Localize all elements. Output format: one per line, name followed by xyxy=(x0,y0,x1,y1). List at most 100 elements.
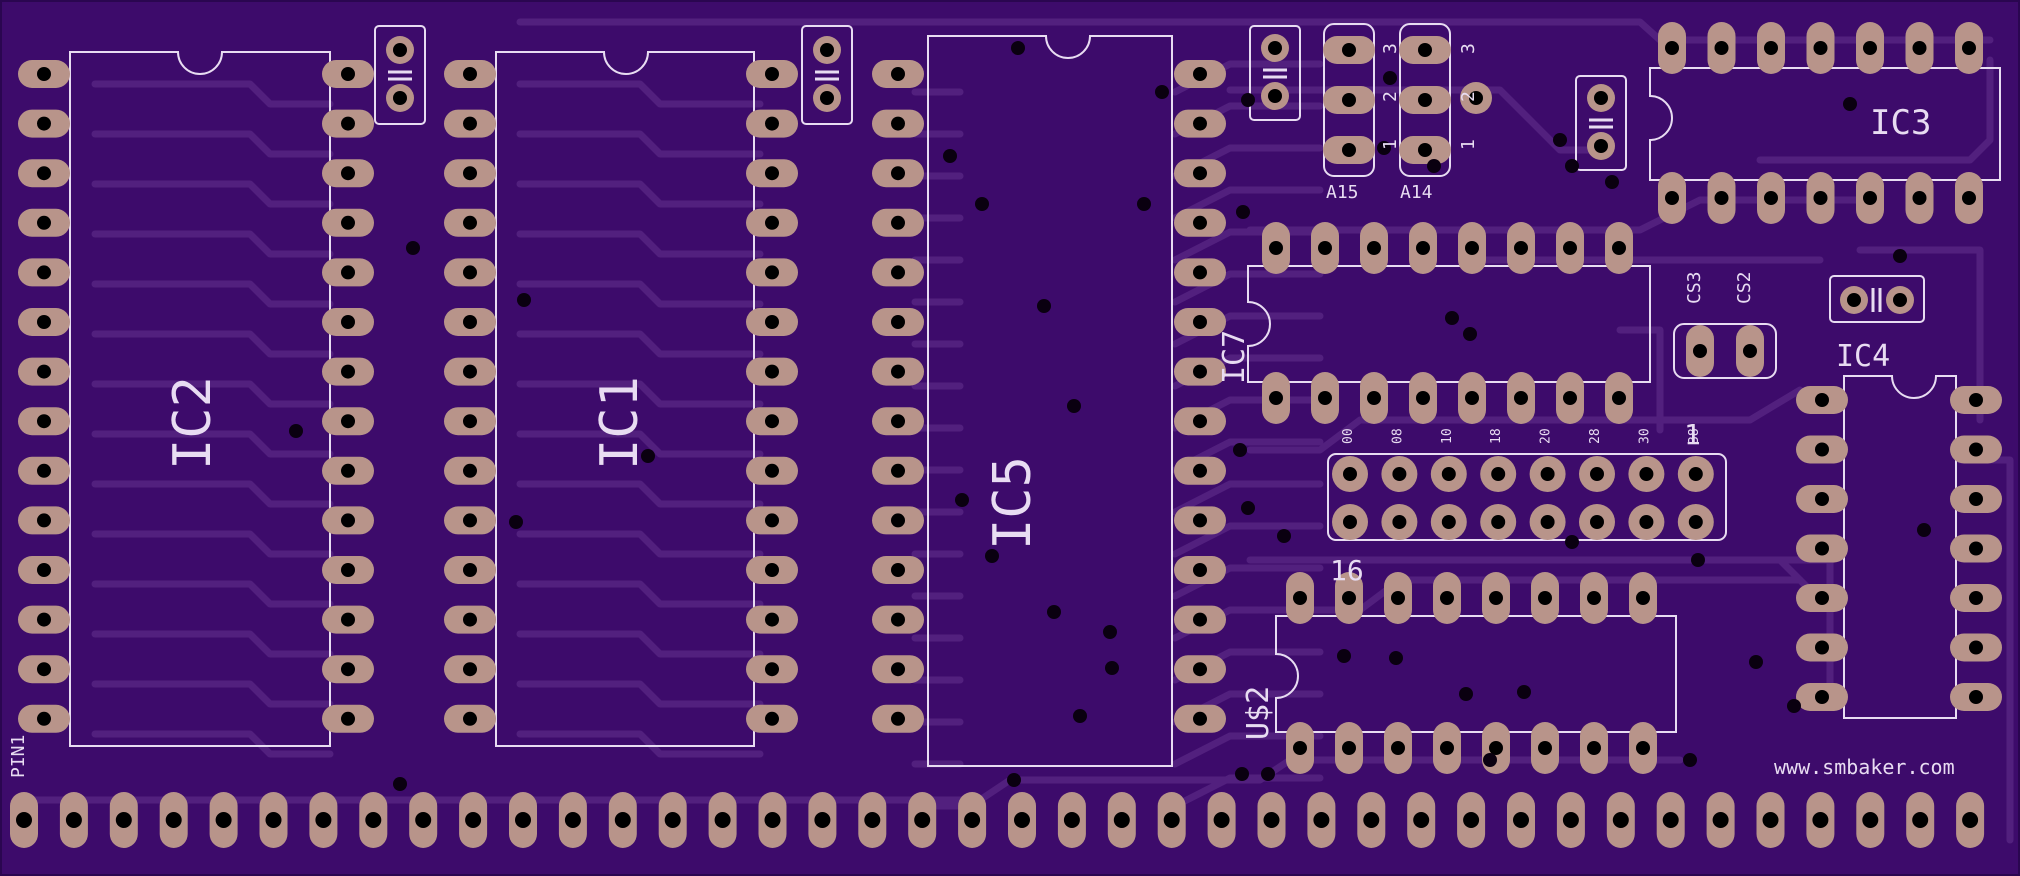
ic2-pin xyxy=(18,506,70,535)
edge-connector-pad xyxy=(1457,792,1486,848)
ic7-pin xyxy=(1556,222,1584,274)
u2-pin xyxy=(1482,722,1510,774)
u2-pin xyxy=(1580,722,1608,774)
cap-4-outline xyxy=(1575,75,1627,171)
ic5-pin xyxy=(872,456,924,485)
via xyxy=(1233,443,1247,457)
ic3-pin xyxy=(1806,22,1835,74)
via xyxy=(1483,753,1497,767)
trace xyxy=(516,530,764,558)
ic2-pin xyxy=(322,308,374,336)
via xyxy=(1155,85,1169,99)
edge-connector-pad xyxy=(1856,792,1885,848)
ic1-pin xyxy=(444,258,496,287)
ic4-pin xyxy=(1796,435,1848,464)
test-point-pad xyxy=(1460,82,1492,114)
via xyxy=(1683,753,1697,767)
ic5-pin xyxy=(1174,456,1226,485)
ic3-pin xyxy=(1707,172,1736,224)
ic7-pin xyxy=(1360,222,1388,274)
ic5-pin xyxy=(1174,208,1226,237)
via xyxy=(1917,523,1931,537)
trace xyxy=(516,180,764,208)
ic4-pin xyxy=(1796,534,1848,563)
ic2-pin xyxy=(18,605,70,634)
u2-pin xyxy=(1286,572,1314,624)
edge-connector-pad xyxy=(1157,792,1186,848)
ic2-pin xyxy=(18,357,70,386)
via xyxy=(1427,159,1441,173)
header-pin xyxy=(1381,456,1418,492)
header-pin16-label: 16 xyxy=(1330,554,1364,587)
edge-connector-pad xyxy=(209,792,238,848)
u2-label: U$2 xyxy=(1241,686,1276,740)
ic1-outline xyxy=(495,51,755,747)
header-pin xyxy=(1480,456,1517,492)
via xyxy=(641,449,655,463)
trace xyxy=(1171,522,1324,558)
edge-connector-pad xyxy=(309,792,338,848)
jumper-cs3-pin xyxy=(1686,325,1714,377)
via xyxy=(1047,605,1061,619)
jumper-a14-pin2-label: 2 xyxy=(1458,91,1479,102)
ic5-pin xyxy=(872,704,924,733)
trace xyxy=(516,680,764,708)
ic1-pin xyxy=(746,109,798,138)
ic7-outline xyxy=(1247,265,1651,383)
jumper-a15-pin1-label: 1 xyxy=(1380,139,1401,150)
u2-pin xyxy=(1629,572,1657,624)
header-pin xyxy=(1677,504,1714,540)
header-pin xyxy=(1430,504,1467,540)
ic5-pin xyxy=(1174,655,1226,684)
ic4-outline xyxy=(1843,375,1957,719)
ic3-pin xyxy=(1905,172,1934,224)
cap-1-outline xyxy=(374,25,426,125)
ic4-pin xyxy=(1796,584,1848,612)
ic7-pin xyxy=(1507,372,1535,424)
ic5-pin xyxy=(872,109,924,138)
edge-connector-pad xyxy=(858,792,887,848)
u2-outline xyxy=(1275,615,1677,733)
silkscreen-layer xyxy=(69,23,2001,767)
u2-pin xyxy=(1531,572,1559,624)
edge-connector-pad xyxy=(958,792,987,848)
a14-label: A14 xyxy=(1400,182,1433,203)
header-pin xyxy=(1529,504,1566,540)
ic1-pin xyxy=(746,407,798,436)
trace xyxy=(91,530,334,558)
ic3-pin xyxy=(1707,22,1736,74)
ic5-pin xyxy=(1174,506,1226,535)
ic3-pin xyxy=(1658,172,1686,224)
edge-connector-pad xyxy=(10,792,38,848)
cap-5-outline xyxy=(1829,275,1925,323)
via xyxy=(943,149,957,163)
via xyxy=(1843,97,1857,111)
edge-connector-pad xyxy=(159,792,188,848)
cs3-label: CS3 xyxy=(1684,271,1705,304)
header-pin xyxy=(1430,456,1467,492)
pad-layer xyxy=(10,22,2002,848)
ic3-pin xyxy=(1757,22,1785,74)
u2-pin xyxy=(1335,572,1363,624)
ic2-pin xyxy=(322,60,374,88)
ic4-label: IC4 xyxy=(1836,339,1890,374)
edge-connector-pad xyxy=(1257,792,1286,848)
via-layer xyxy=(289,41,1931,791)
ic1-pin xyxy=(746,60,798,88)
ic1-pin xyxy=(444,159,496,188)
via xyxy=(1007,773,1021,787)
via xyxy=(1235,767,1249,781)
ic1-pin xyxy=(746,208,798,237)
ic4-pin xyxy=(1796,683,1848,711)
ic3-label: IC3 xyxy=(1870,103,1931,143)
via xyxy=(1236,205,1250,219)
capacitor-pad xyxy=(386,84,414,112)
ic7-pin xyxy=(1311,222,1339,274)
ic4-pin xyxy=(1950,435,2002,464)
ic2-pin xyxy=(18,258,70,287)
via xyxy=(1383,71,1397,85)
ic5-pin xyxy=(1174,308,1226,336)
trace xyxy=(91,380,334,408)
edge-connector-pad xyxy=(1008,792,1036,848)
